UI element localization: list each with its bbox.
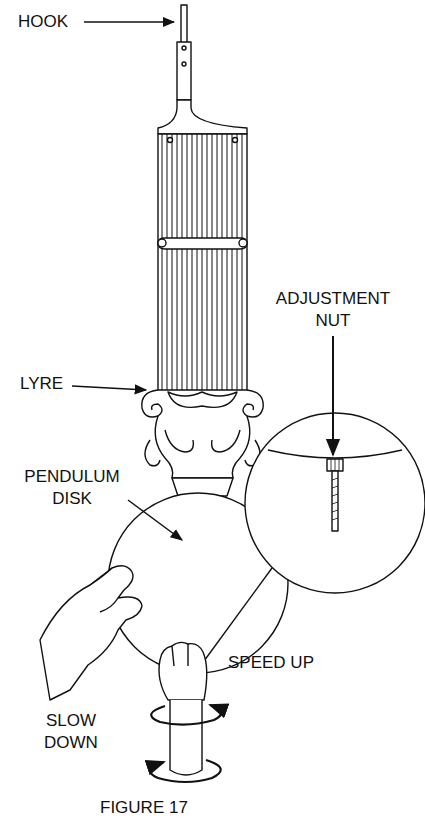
hook-wire [181,5,187,43]
nut-knurl [331,459,339,471]
rod-line [162,134,163,390]
rotation-arrow [150,760,220,782]
adjustment-nut [327,459,343,471]
lyre-crest [168,392,237,407]
part-label: PENDULUM DISK [20,466,124,510]
lyre-scroll [142,390,162,417]
rod-line [177,134,178,390]
lyre-scroll [145,440,160,466]
part-label: SLOW DOWN [38,710,104,754]
screw-thread [332,478,338,520]
rod-line [237,134,238,390]
pendulum-rods [158,134,247,390]
rod-line [212,134,213,390]
part-label: LYRE [20,373,80,395]
part-label: ADJUSTMENT NUT [263,288,403,332]
left-glove [40,566,142,700]
rod-line [232,134,233,390]
rod-pin [168,138,173,143]
hook-hole [182,62,186,66]
leader-arrow [72,386,146,390]
lower-glove [159,642,207,700]
hook-hole [182,46,186,50]
rod-line [187,134,188,390]
rod-line [192,134,193,390]
rod-band [158,238,247,249]
band-knob [239,239,247,247]
leader-arrow [128,500,182,540]
rod-line [197,134,198,390]
glove-crease [90,568,112,585]
band-knob [158,239,166,247]
adjustment-screw [332,471,338,531]
leader-arrow [84,21,174,22]
disk-edge [268,450,402,458]
rotation-arrow [151,705,221,725]
rod-line [182,134,183,390]
rod-line [172,134,173,390]
part-label: HOOK [18,11,98,33]
rod-pin [233,138,238,143]
lyre-scroll [165,430,193,452]
rod-line [167,134,168,390]
lyre-frame [155,416,250,478]
rod-line [242,134,243,390]
rod-line [207,134,208,390]
rod-line [222,134,223,390]
rod-line [217,134,218,390]
detail-inset [245,413,425,593]
hook-rod [177,42,191,100]
lyre-scroll [243,390,263,417]
glove-crease [172,644,188,666]
rod-line [227,134,228,390]
rod-lines [162,134,242,390]
glove-cuff [170,700,202,775]
figure-caption: FIGURE 17 [100,797,240,819]
rod-line [202,134,203,390]
suspension-block [158,100,247,134]
part-label: SPEED UP [228,652,328,674]
leader-arrow [332,336,334,455]
lyre-scroll [212,430,240,452]
glove-crease [100,598,118,612]
